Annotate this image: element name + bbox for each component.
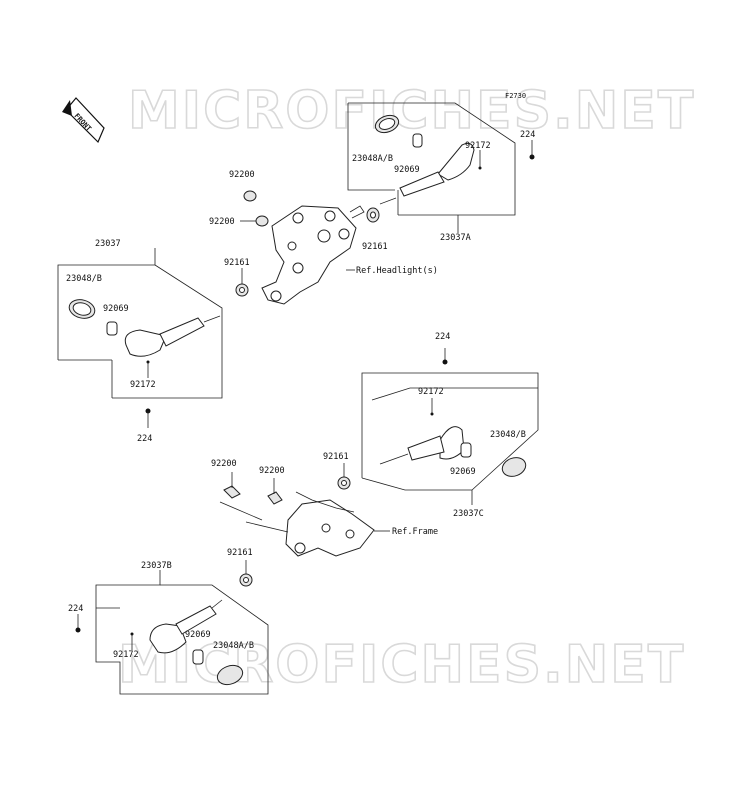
label-23048ab-top: 23048A/B xyxy=(352,154,393,164)
label-92161-mid: 92161 xyxy=(323,452,349,462)
label-23048b-left: 23048/B xyxy=(66,274,102,284)
label-23037c: 23037C xyxy=(453,509,484,519)
grommet-92200-mid-1-icon xyxy=(223,485,241,499)
label-224-top: 224 xyxy=(520,130,535,140)
label-92200-top-2: 92200 xyxy=(209,217,235,227)
turn-signal-23037-icon xyxy=(124,315,221,357)
label-92200-mid-2: 92200 xyxy=(259,466,285,476)
label-92172-mid: 92172 xyxy=(418,387,444,397)
group-23037c: 224 92172 92161 23048/B 92069 23037C xyxy=(323,332,539,519)
label-92172-bottom: 92172 xyxy=(113,650,139,660)
grommet-92200-mid-2-icon xyxy=(267,491,283,505)
headlight-bracket-group: 92200 92200 92161 Ref.Headlight(s) xyxy=(209,170,438,305)
bolt-224-bottom-icon xyxy=(75,627,81,633)
bulb-92069-icon xyxy=(412,133,423,148)
bolt-224-mid-icon xyxy=(442,359,448,365)
bulb-92069-left-icon xyxy=(106,321,118,336)
group-23037b: 23037B 224 92069 23048A/B 92172 xyxy=(68,561,269,695)
frame-bracket-group: 92200 92200 Ref.Frame 92161 xyxy=(211,459,438,587)
label-92200-top-1: 92200 xyxy=(229,170,255,180)
label-92161-top-left: 92161 xyxy=(224,258,250,268)
label-224-bottom: 224 xyxy=(68,604,83,614)
label-92161-bottom: 92161 xyxy=(227,548,253,558)
group-23037: 23037 23048/B 92069 92172 224 xyxy=(57,239,223,444)
bulb-92069-bottom-icon xyxy=(192,649,204,665)
watermark-bottom: MICROFICHES.NET xyxy=(118,635,685,695)
turn-signal-23037b-icon xyxy=(149,599,223,654)
front-arrow-icon: FRONT xyxy=(62,97,105,144)
group-23037a: 23048A/B 92069 92172 224 92161 23037A xyxy=(347,102,535,252)
label-92172-left: 92172 xyxy=(130,380,156,390)
headlight-stay-icon xyxy=(261,205,365,305)
label-23037a: 23037A xyxy=(440,233,471,243)
diagram-code: F2730 xyxy=(505,92,526,100)
label-23048b-mid: 23048/B xyxy=(490,430,526,440)
lens-23048ab-bottom-icon xyxy=(216,664,244,686)
watermark-top: MICROFICHES.NET xyxy=(128,81,695,141)
turn-signal-23037c-icon xyxy=(379,426,465,465)
label-92069-mid: 92069 xyxy=(450,467,476,477)
label-92069-left: 92069 xyxy=(103,304,129,314)
label-92069-top: 92069 xyxy=(394,165,420,175)
label-23037: 23037 xyxy=(95,239,121,249)
label-92172-top: 92172 xyxy=(465,141,491,151)
label-92161-top: 92161 xyxy=(362,242,388,252)
bulb-92069-mid-icon xyxy=(460,442,472,458)
label-23037b: 23037B xyxy=(141,561,172,571)
label-92069-bottom: 92069 xyxy=(185,630,211,640)
label-23048ab-bottom: 23048A/B xyxy=(213,641,254,651)
label-ref-frame: Ref.Frame xyxy=(392,527,438,537)
label-224-mid: 224 xyxy=(435,332,450,342)
turn-signal-23037a-icon xyxy=(379,142,475,205)
lens-23048b-mid-icon xyxy=(501,457,527,477)
label-ref-headlight: Ref.Headlight(s) xyxy=(356,266,438,276)
frame-stay-icon xyxy=(245,491,375,557)
grommet-92200-2-icon xyxy=(255,215,269,227)
label-92200-mid-1: 92200 xyxy=(211,459,237,469)
label-224-left: 224 xyxy=(137,434,152,444)
grommet-92200-1-icon xyxy=(243,190,257,202)
